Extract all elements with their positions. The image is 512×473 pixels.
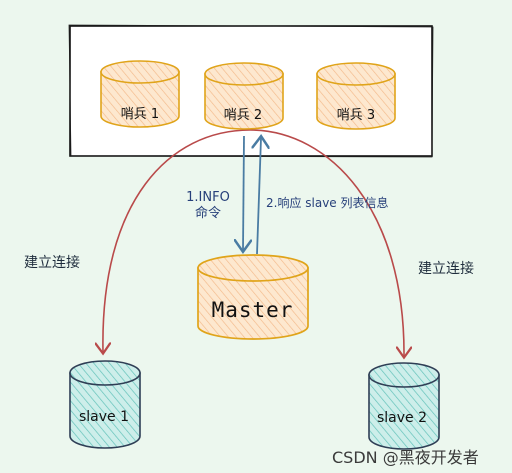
info-command-arrow (243, 135, 244, 250)
sentinel-3-label: 哨兵 3 (336, 108, 376, 123)
slave-1-cylinder (69, 360, 141, 449)
sentinel-2-label: 哨兵 2 (223, 108, 263, 123)
master-label: Master (211, 298, 294, 322)
info-command-line-2: 命令 (194, 206, 221, 221)
connect-left-label: 建立连接 (24, 255, 80, 271)
sentinel-1-cylinder (100, 60, 180, 128)
slave-1-label: slave 1 (78, 409, 130, 425)
sentinel-2-cylinder (204, 62, 284, 130)
master-cylinder (197, 254, 309, 340)
slave-2-label: slave 2 (376, 410, 428, 426)
sentinel-3-cylinder (316, 62, 396, 130)
response-arrow (257, 138, 261, 255)
connect-arrow-left (103, 129, 251, 352)
slave-2-cylinder (368, 362, 440, 450)
info-command-line-1: 1.INFO (186, 190, 230, 205)
connect-arrow-right (249, 129, 404, 356)
watermark: CSDN @黑夜开发者 (332, 448, 479, 467)
connect-right-label: 建立连接 (418, 261, 474, 277)
response-label: 2.响应 slave 列表信息 (266, 196, 389, 210)
sentinel-1-label: 哨兵 1 (120, 107, 160, 122)
info-command-label: 1.INFO 命令 (176, 190, 240, 222)
